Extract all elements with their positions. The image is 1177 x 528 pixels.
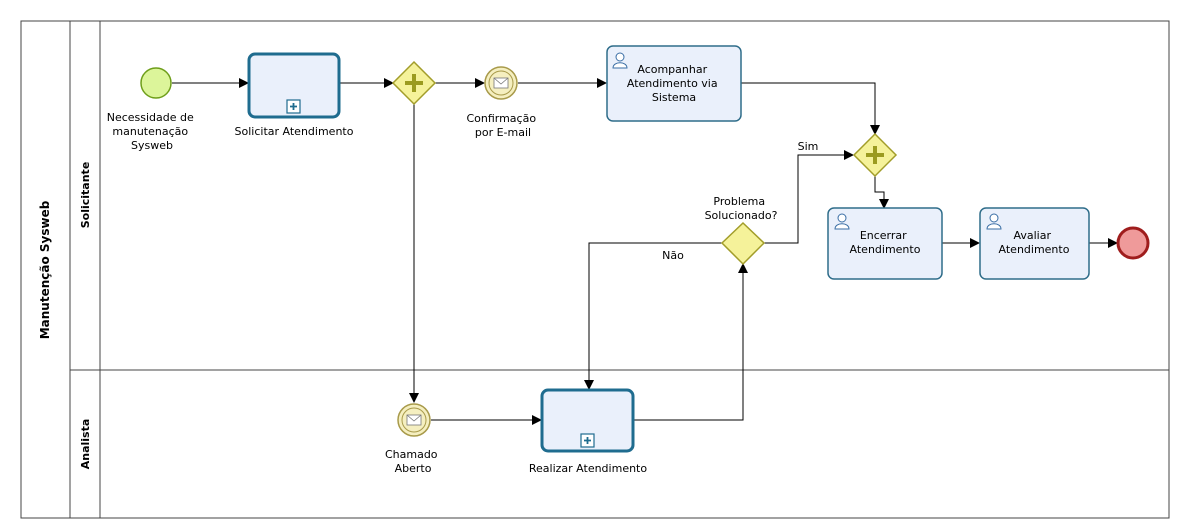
- label-line: Avaliar: [1013, 229, 1051, 242]
- sequence-flows: [172, 78, 1118, 425]
- flow-realizar-to-decision: [634, 263, 748, 421]
- message-event-chamado-aberto[interactable]: Chamado Aberto: [385, 403, 441, 475]
- collapsed-subprocess-icon: [286, 99, 301, 114]
- message-event-confirmacao[interactable]: Confirmação por E-mail: [466, 66, 539, 139]
- envelope-icon: [406, 414, 422, 426]
- event-label: Chamado Aberto: [385, 448, 441, 475]
- lane-label-solicitante: Solicitante: [79, 162, 92, 229]
- label-line: Atendimento: [850, 243, 921, 256]
- user-task-encerrar-atendimento[interactable]: Encerrar Atendimento: [827, 207, 943, 280]
- label-line: Problema: [713, 195, 765, 208]
- label-line: Encerrar: [860, 229, 907, 242]
- start-event-label: Necessidade de manutenação Sysweb: [107, 111, 198, 152]
- exclusive-gateway-decision[interactable]: Problema Solucionado?: [705, 195, 778, 266]
- task-label: Avaliar Atendimento: [999, 229, 1070, 256]
- start-event[interactable]: Necessidade de manutenação Sysweb: [107, 67, 198, 152]
- label-line: manutenação: [112, 125, 188, 138]
- subprocess-box: [247, 52, 341, 119]
- subprocess-box: [540, 388, 635, 453]
- label-line: Solucionado?: [705, 209, 778, 222]
- event-inner-circle: [488, 70, 514, 96]
- parallel-gateway-split[interactable]: [391, 60, 437, 106]
- end-event-circle: [1116, 226, 1150, 260]
- user-icon: [834, 213, 850, 230]
- task-box: [827, 207, 943, 280]
- parallel-gateway-join[interactable]: [852, 132, 898, 178]
- label-line: Aberto: [395, 462, 432, 475]
- gateway-diamond: [720, 221, 766, 266]
- pool-label: Manutenção Sysweb: [38, 200, 52, 339]
- label-line: Acompanhar: [637, 63, 707, 76]
- label-line: Atendimento via: [627, 77, 718, 90]
- subprocess-label: Realizar Atendimento: [529, 462, 647, 475]
- task-label: Encerrar Atendimento: [850, 229, 921, 256]
- label-line: Chamado: [385, 448, 438, 461]
- subprocess-label: Solicitar Atendimento: [235, 125, 354, 138]
- label-line: Atendimento: [999, 243, 1070, 256]
- label-line: Confirmação: [466, 112, 536, 125]
- subprocess-realizar-atendimento[interactable]: Realizar Atendimento: [529, 388, 647, 475]
- flow-acompanhar-to-join: [741, 82, 880, 135]
- label-line: Sistema: [652, 91, 696, 104]
- label-line: Necessidade de: [107, 111, 194, 124]
- user-icon: [612, 52, 628, 69]
- label-line: Sysweb: [131, 139, 173, 152]
- collapsed-subprocess-icon: [580, 433, 595, 448]
- gateway-label: Problema Solucionado?: [705, 195, 778, 222]
- event-inner-circle: [401, 407, 427, 433]
- label-line: Solicitar Atendimento: [235, 125, 354, 138]
- task-box: [606, 45, 742, 122]
- label-line: Realizar Atendimento: [529, 462, 647, 475]
- flow-label-nao: Não: [662, 249, 684, 262]
- plus-icon: [866, 146, 884, 164]
- end-event[interactable]: [1116, 226, 1150, 260]
- flow-label-sim: Sim: [798, 140, 819, 153]
- label-line: por E-mail: [475, 126, 531, 139]
- user-task-acompanhar-atendimento[interactable]: Acompanhar Atendimento via Sistema: [606, 45, 742, 122]
- envelope-icon: [493, 77, 509, 89]
- task-label: Acompanhar Atendimento via Sistema: [627, 63, 721, 104]
- flow-decision-no: [584, 242, 723, 390]
- user-icon: [986, 213, 1002, 230]
- task-box: [979, 207, 1090, 280]
- lane-label-analista: Analista: [79, 419, 92, 470]
- subprocess-solicitar-atendimento[interactable]: Solicitar Atendimento: [235, 52, 354, 138]
- user-task-avaliar-atendimento[interactable]: Avaliar Atendimento: [979, 207, 1090, 280]
- start-event-circle: [140, 67, 172, 99]
- flow-join-to-encerrar: [874, 176, 889, 209]
- plus-icon: [405, 74, 423, 92]
- flow-decision-yes: [764, 150, 854, 244]
- event-label: Confirmação por E-mail: [466, 112, 539, 139]
